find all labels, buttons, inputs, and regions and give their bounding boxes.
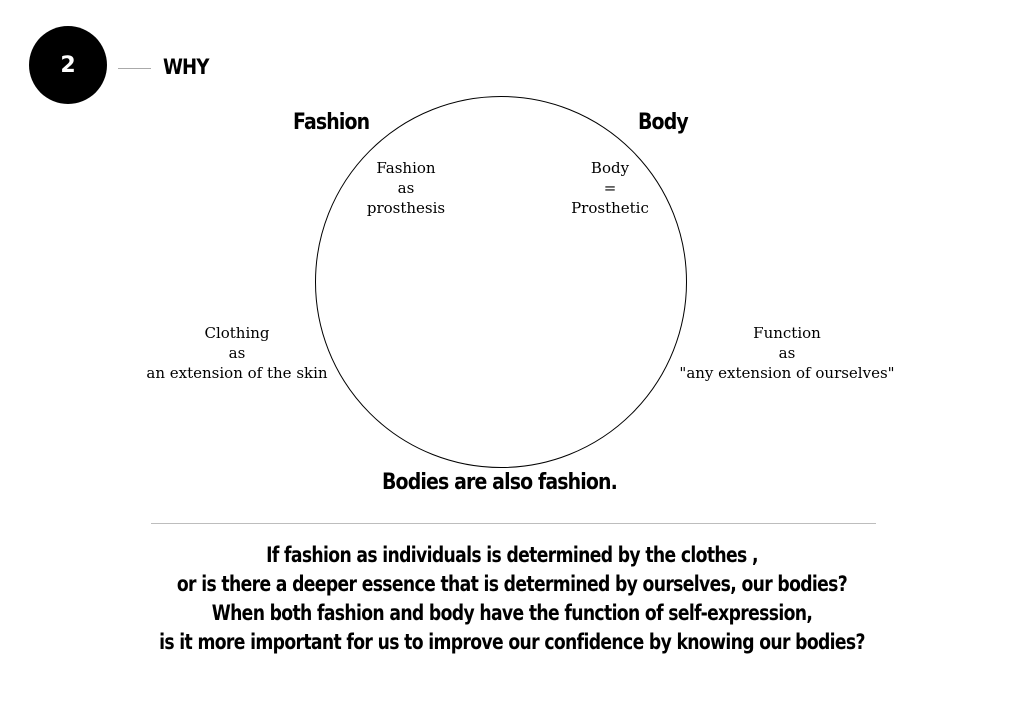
section-number: 2: [60, 52, 76, 78]
note-line: Fashion: [376, 159, 436, 177]
section-number-badge: 2: [29, 26, 107, 104]
note-line: =: [603, 179, 617, 197]
clothing-extension-note: Clothing as an extension of the skin: [138, 323, 336, 383]
note-line: Function: [753, 324, 821, 342]
section-title: WHY: [163, 55, 209, 79]
header-connector-line: [118, 68, 151, 69]
note-line: an extension of the skin: [146, 364, 328, 382]
fashion-as-prosthesis-note: Fashion as prosthesis: [356, 158, 456, 218]
question-line: or is there a deeper essence that is det…: [176, 572, 848, 596]
body-heading: Body: [638, 110, 689, 135]
note-line: Prosthetic: [571, 199, 649, 217]
section-divider: [151, 523, 876, 524]
function-extension-note: Function as "any extension of ourselves": [672, 323, 902, 383]
bodies-fashion-conclusion: Bodies are also fashion.: [382, 470, 618, 495]
note-line: prosthesis: [366, 199, 446, 217]
note-line: "any extension of ourselves": [679, 364, 895, 382]
research-question: If fashion as individuals is determined …: [0, 541, 1024, 657]
question-line: is it more important for us to improve o…: [159, 630, 865, 654]
body-prosthetic-note: Body = Prosthetic: [560, 158, 660, 218]
note-line: Clothing: [204, 324, 270, 342]
question-line: If fashion as individuals is determined …: [266, 543, 758, 567]
note-line: as: [397, 179, 415, 197]
fashion-heading: Fashion: [293, 110, 370, 135]
note-line: as: [778, 344, 796, 362]
diagram-circle: [315, 96, 687, 468]
question-line: When both fashion and body have the func…: [211, 601, 813, 625]
note-line: as: [228, 344, 246, 362]
note-line: Body: [590, 159, 630, 177]
